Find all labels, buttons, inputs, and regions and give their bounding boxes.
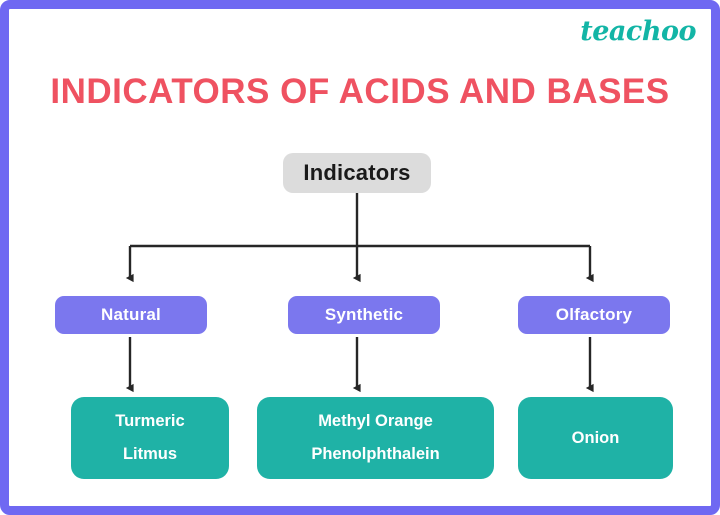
node-root-label: Indicators [303,160,411,186]
node-leaf-olfactory[interactable]: Onion [518,397,673,479]
node-root-indicators[interactable]: Indicators [283,153,431,193]
node-branch-natural[interactable]: Natural [55,296,207,334]
page-title: INDICATORS OF ACIDS AND BASES [50,72,670,111]
node-branch-synthetic-label: Synthetic [324,305,404,325]
node-branch-olfactory-label: Olfactory [555,305,633,325]
node-leaf-natural[interactable]: Turmeric Litmus [71,397,229,479]
node-leaf-natural-line-1: Turmeric [115,412,185,431]
teachoo-logo: teachoo [580,16,696,47]
node-branch-natural-label: Natural [101,305,161,325]
node-leaf-synthetic-line-1: Methyl Orange [318,412,433,431]
node-branch-olfactory[interactable]: Olfactory [518,296,670,334]
node-leaf-natural-line-2: Litmus [122,445,178,463]
node-leaf-olfactory-line-1: Onion [571,428,620,447]
node-leaf-synthetic-line-2: Phenolphthalein [311,445,440,463]
node-branch-synthetic[interactable]: Synthetic [288,296,440,334]
node-leaf-synthetic[interactable]: Methyl Orange Phenolphthalein [257,397,494,479]
